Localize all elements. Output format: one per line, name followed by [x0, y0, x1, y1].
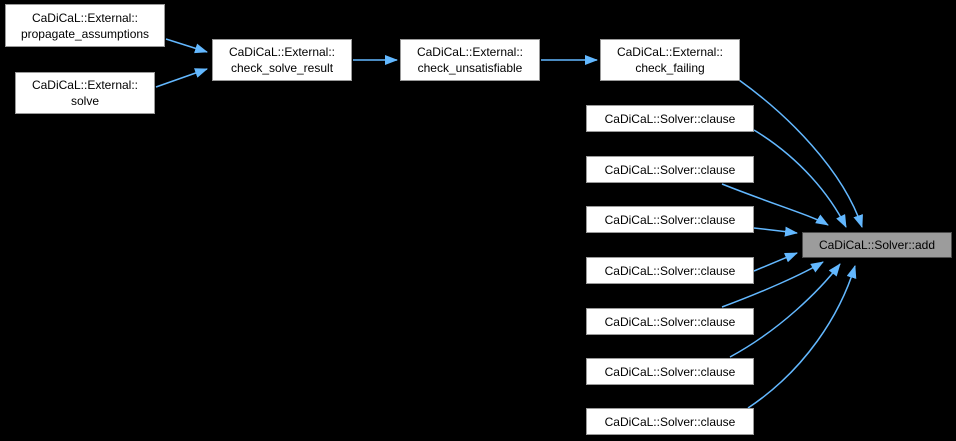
- edge-clause6-to-add: [729, 263, 841, 358]
- node-clause-7[interactable]: CaDiCaL::Solver::clause: [586, 408, 754, 435]
- node-label: CaDiCaL::Solver::clause: [604, 212, 736, 227]
- node-label-line1: CaDiCaL::External::: [228, 45, 336, 59]
- node-clause-2[interactable]: CaDiCaL::Solver::clause: [586, 156, 754, 183]
- node-solve[interactable]: CaDiCaL::External:: solve: [15, 72, 155, 114]
- edge-clause7-to-add: [747, 265, 857, 409]
- edge-clause3-to-add: [753, 226, 798, 237]
- node-check-solve-result[interactable]: CaDiCaL::External:: check_solve_result: [212, 39, 352, 81]
- node-label: CaDiCaL::Solver::clause: [604, 111, 736, 126]
- node-label: CaDiCaL::Solver::clause: [604, 314, 736, 329]
- node-propagate-assumptions[interactable]: CaDiCaL::External:: propagate_assumption…: [5, 4, 165, 47]
- node-label-line2: check_unsatisfiable: [417, 61, 523, 75]
- node-label-line1: CaDiCaL::External::: [31, 78, 139, 92]
- node-label-line1: CaDiCaL::External::: [31, 10, 139, 25]
- node-clause-1[interactable]: CaDiCaL::Solver::clause: [586, 105, 754, 132]
- edge-solve-to-check-solve-result: [155, 68, 208, 88]
- edge-clause2-to-add: [721, 183, 829, 226]
- node-check-unsatisfiable[interactable]: CaDiCaL::External:: check_unsatisfiable: [400, 39, 540, 81]
- node-label-line2: check_solve_result: [230, 61, 334, 75]
- edge-clause5-to-add: [721, 261, 824, 308]
- node-label: CaDiCaL::Solver::clause: [604, 263, 736, 278]
- node-label: CaDiCaL::Solver::add: [818, 238, 936, 252]
- node-check-failing[interactable]: CaDiCaL::External:: check_failing: [600, 39, 740, 81]
- node-label-line2: solve: [70, 94, 99, 108]
- edge-check-failing-to-add: [738, 79, 863, 228]
- node-label: CaDiCaL::Solver::clause: [604, 364, 736, 379]
- node-clause-3[interactable]: CaDiCaL::Solver::clause: [586, 206, 754, 233]
- node-label-line2: propagate_assumptions: [20, 26, 150, 41]
- node-label: CaDiCaL::Solver::clause: [604, 162, 736, 177]
- node-add-current: CaDiCaL::Solver::add: [802, 232, 952, 258]
- node-label: CaDiCaL::Solver::clause: [604, 414, 736, 429]
- node-clause-4[interactable]: CaDiCaL::Solver::clause: [586, 257, 754, 284]
- edge-propagate-to-check-solve-result: [165, 38, 208, 54]
- node-label-line1: CaDiCaL::External::: [616, 45, 724, 59]
- node-label-line1: CaDiCaL::External::: [416, 45, 524, 59]
- edge-clause4-to-add: [753, 252, 798, 272]
- edge-clause1-to-add: [753, 129, 847, 228]
- node-clause-5[interactable]: CaDiCaL::Solver::clause: [586, 308, 754, 335]
- node-clause-6[interactable]: CaDiCaL::Solver::clause: [586, 358, 754, 385]
- node-label-line2: check_failing: [635, 61, 705, 75]
